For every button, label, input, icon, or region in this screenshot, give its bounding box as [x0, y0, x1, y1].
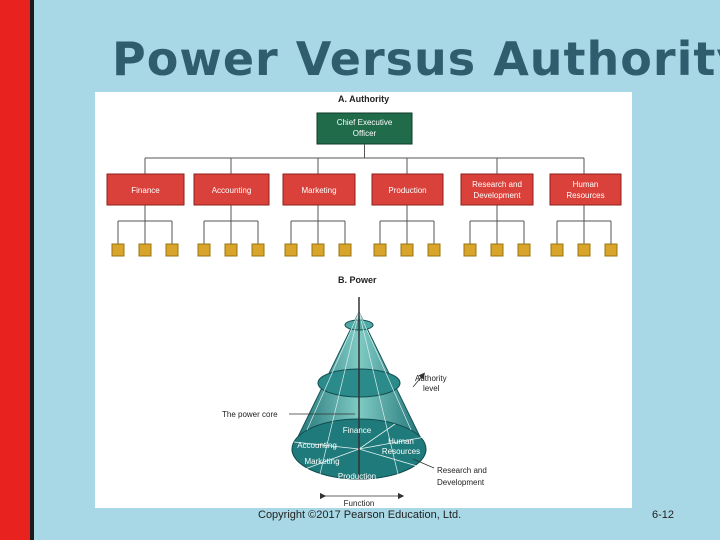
authority-heading: A. Authority	[338, 94, 389, 104]
employee-box	[490, 243, 504, 257]
employee-box	[463, 243, 477, 257]
department-production-label: Production	[388, 186, 426, 195]
page-number: 6-12	[652, 509, 675, 521]
department-human-resources: Human Resources	[549, 173, 622, 206]
function-hr-label-line2: Resources	[382, 447, 420, 456]
department-research: Research and Development	[460, 173, 534, 206]
employee-box	[165, 243, 179, 257]
figure-svg: A. Authority Chief Executive Officer Fin…	[106, 94, 622, 508]
department-accounting-label: Accounting	[212, 186, 252, 195]
employee-box	[400, 243, 414, 257]
ceo-label-line2: Officer	[353, 129, 377, 138]
employee-box	[138, 243, 152, 257]
function-accounting-label: Accounting	[297, 441, 337, 450]
employee-box	[311, 243, 325, 257]
employee-box	[224, 243, 238, 257]
department-production: Production	[371, 173, 444, 206]
employee-tier	[111, 205, 618, 257]
employee-box	[577, 243, 591, 257]
function-finance-label: Finance	[343, 426, 372, 435]
function-label: Function	[344, 499, 375, 508]
research-leader	[412, 458, 435, 469]
research-label-line2: Development	[437, 478, 485, 487]
authority-connectors	[144, 144, 585, 174]
accent-bar	[0, 0, 34, 540]
employee-box	[251, 243, 265, 257]
research-label-line1: Research and	[437, 466, 487, 475]
employee-box	[604, 243, 618, 257]
department-finance: Finance	[106, 173, 185, 206]
employee-box	[550, 243, 564, 257]
employee-box	[111, 243, 125, 257]
department-marketing: Marketing	[282, 173, 356, 206]
authority-level-label-line1: Authority	[415, 374, 447, 383]
power-core-label: The power core	[222, 410, 278, 419]
ceo-label-line1: Chief Executive	[337, 118, 393, 127]
authority-level-label-line2: level	[423, 384, 440, 393]
employee-box	[427, 243, 441, 257]
department-research-label-line2: Development	[473, 191, 521, 200]
employee-box	[284, 243, 298, 257]
employee-box	[373, 243, 387, 257]
department-research-label-line1: Research and	[472, 180, 522, 189]
copyright-notice: Copyright ©2017 Pearson Education, Ltd.	[258, 509, 462, 521]
power-heading: B. Power	[338, 275, 377, 285]
function-production-label: Production	[338, 472, 376, 481]
employee-box	[338, 243, 352, 257]
power-cone	[291, 297, 427, 480]
department-hr-label-line1: Human	[573, 180, 599, 189]
slide-title: Power Versus Authority	[112, 32, 720, 86]
ceo-box: Chief Executive Officer	[316, 112, 413, 145]
employee-box	[197, 243, 211, 257]
department-marketing-label: Marketing	[301, 186, 336, 195]
department-accounting: Accounting	[193, 173, 270, 206]
department-finance-label: Finance	[131, 186, 160, 195]
authority-level-arrow	[412, 372, 426, 388]
department-hr-label-line2: Resources	[566, 191, 604, 200]
function-marketing-label: Marketing	[304, 457, 339, 466]
employee-box	[517, 243, 531, 257]
cone-surface-lines	[306, 311, 412, 475]
function-hr-label-line1: Human	[388, 437, 414, 446]
figure-panel: A. Authority Chief Executive Officer Fin…	[95, 92, 632, 508]
